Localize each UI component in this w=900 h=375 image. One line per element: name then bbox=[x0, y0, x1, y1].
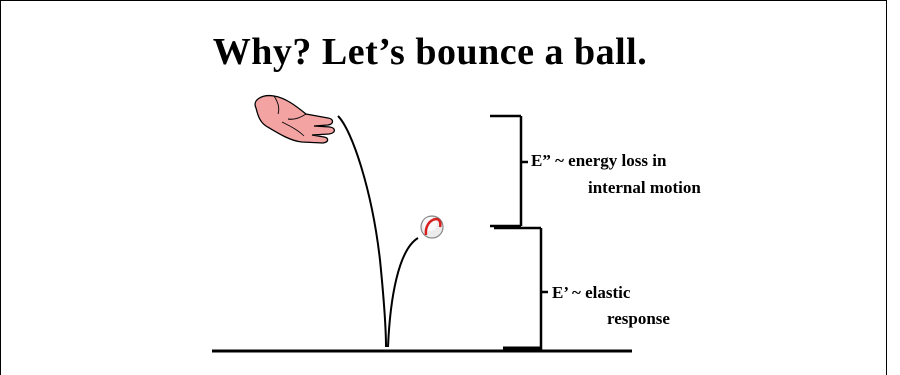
slide-frame-top bbox=[0, 0, 886, 1]
elastic-label-line2: response bbox=[607, 309, 670, 328]
slide-title: Why? Let’s bounce a ball. bbox=[212, 31, 648, 73]
drop-trajectory bbox=[337, 115, 387, 348]
open-hand-icon bbox=[254, 94, 336, 144]
bounce-trajectory bbox=[387, 237, 419, 348]
elastic-label-line1: E’ ~ elastic bbox=[552, 283, 631, 302]
baseball-icon bbox=[420, 215, 444, 239]
slide-frame-left bbox=[0, 0, 1, 375]
elastic-response-bracket bbox=[494, 226, 548, 350]
energy-loss-label-line2: internal motion bbox=[588, 178, 701, 197]
slide-frame-right bbox=[886, 0, 887, 375]
energy-loss-label-line1: E” ~ energy loss in bbox=[531, 151, 667, 170]
energy-loss-bracket bbox=[490, 114, 528, 228]
